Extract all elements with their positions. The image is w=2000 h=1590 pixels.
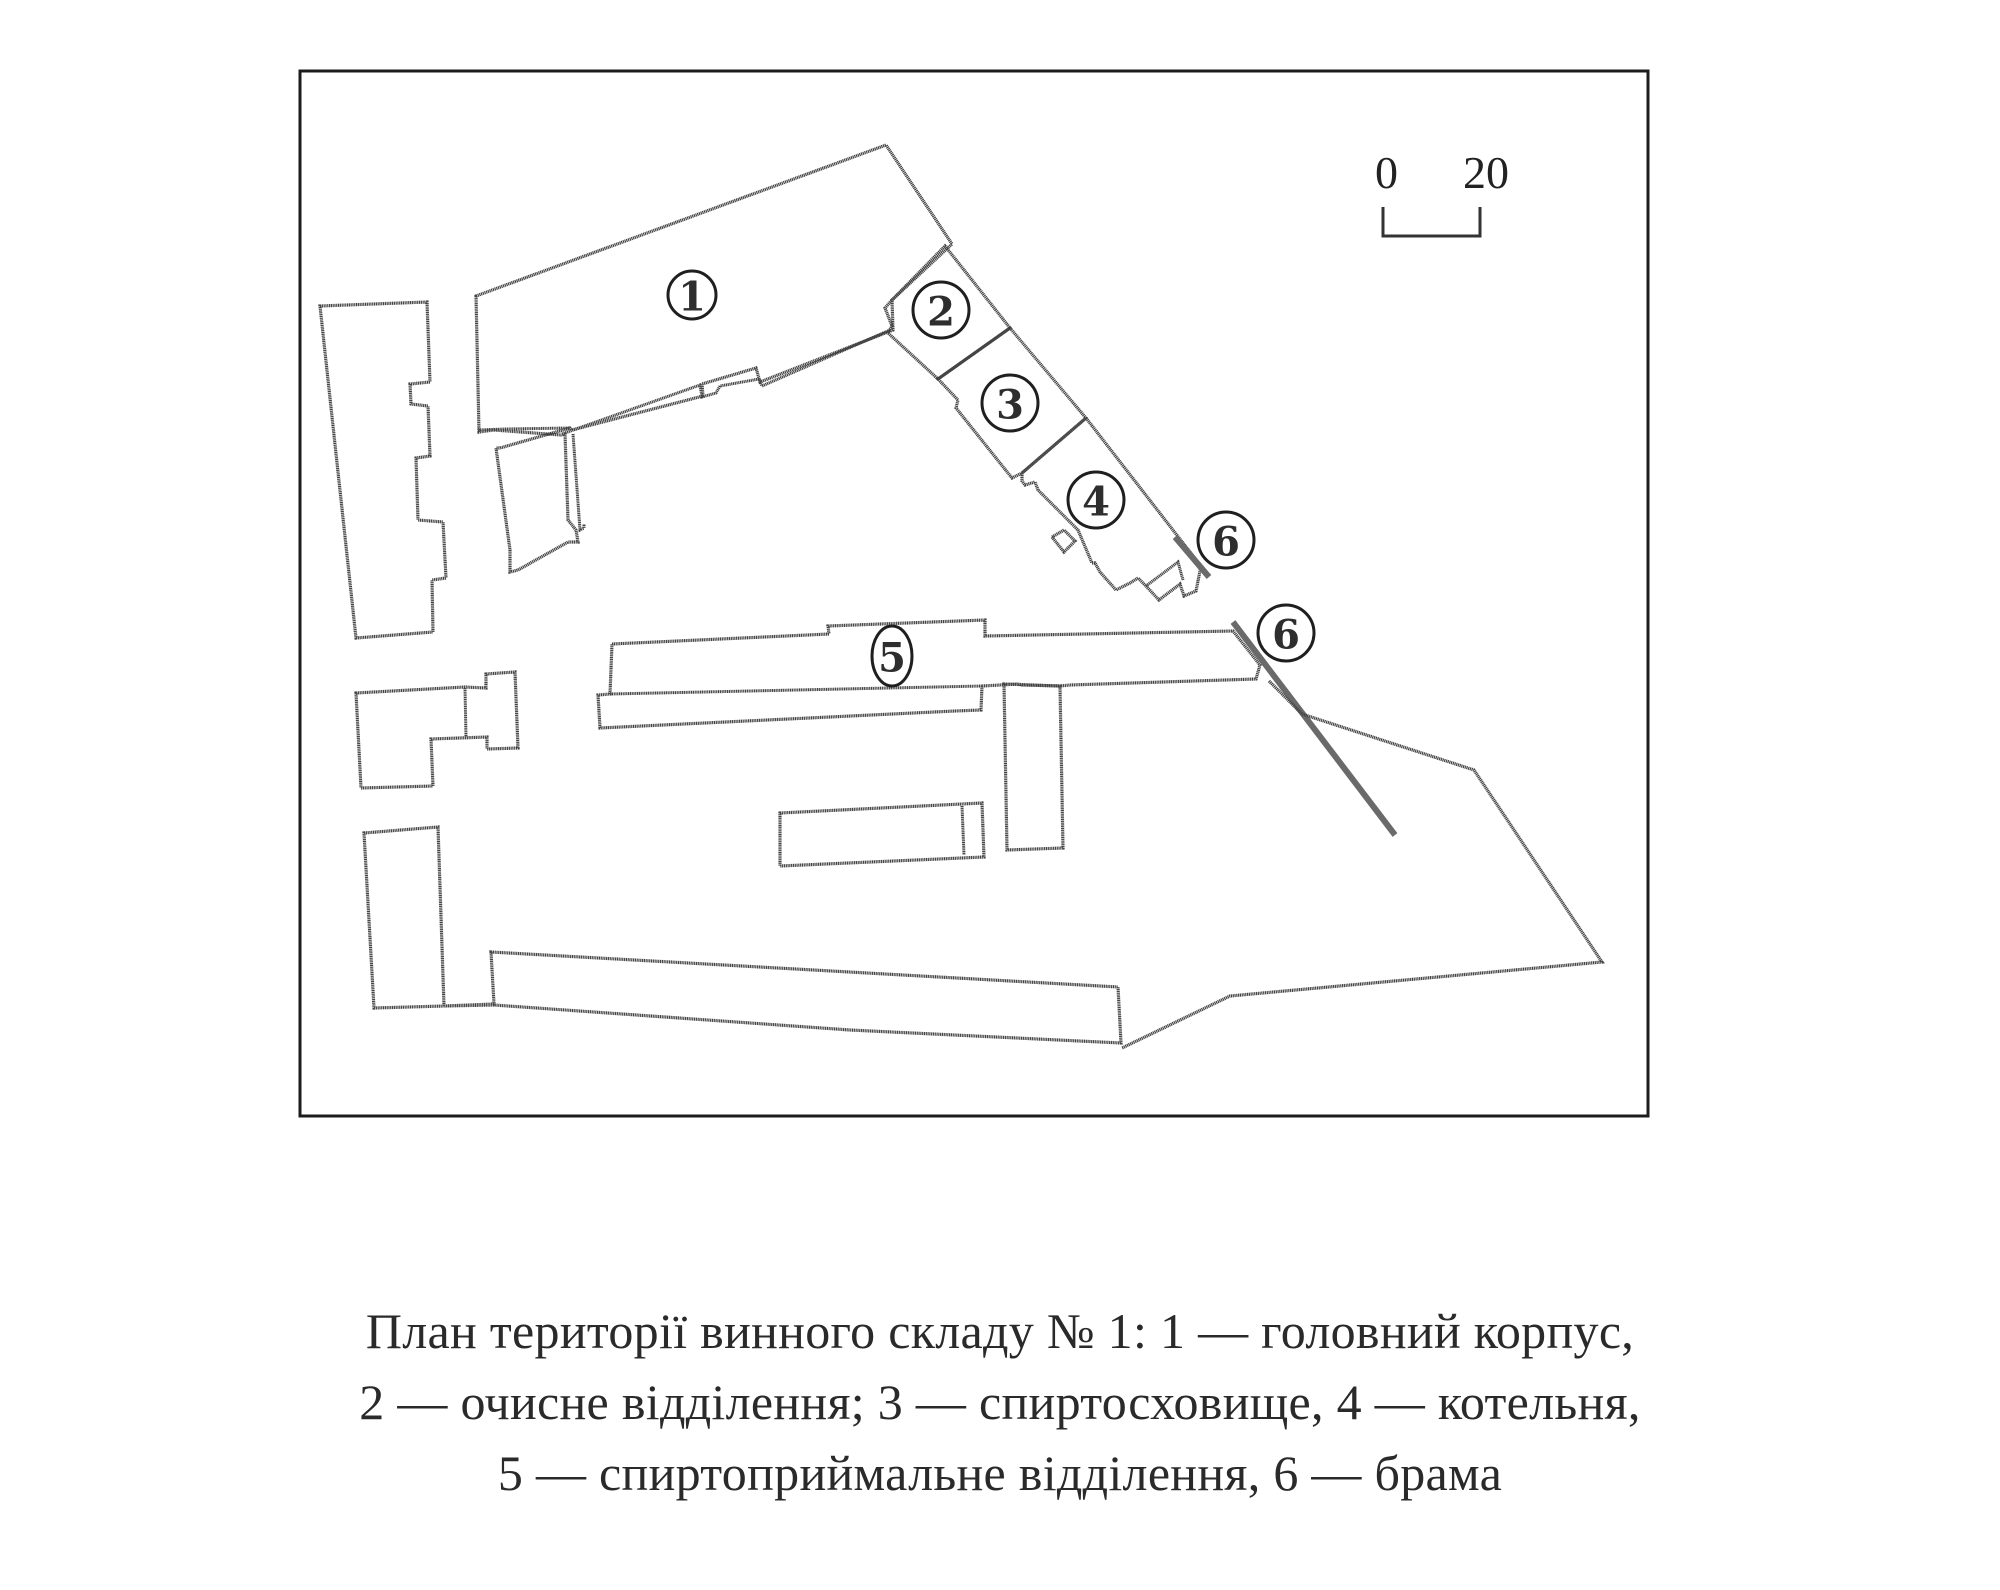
marker-6-upper-label: 6 bbox=[1212, 519, 1240, 566]
building-1-inner-wall bbox=[477, 426, 571, 432]
marker-3: 3 bbox=[980, 373, 1040, 433]
marker-6-lower: 6 bbox=[1256, 603, 1316, 663]
yard-boundary-east bbox=[1121, 679, 1605, 1050]
gate-6a bbox=[1172, 535, 1212, 579]
building-1-annex bbox=[571, 433, 586, 533]
building-3-spirit-storage bbox=[935, 325, 1089, 481]
marker-6-upper: 6 bbox=[1196, 510, 1256, 570]
marker-6-lower-label: 6 bbox=[1272, 612, 1300, 659]
caption-line-1: План території винного складу № 1: 1 — г… bbox=[365, 1303, 1635, 1359]
marker-1: 1 bbox=[666, 269, 718, 321]
building-west-l bbox=[354, 670, 520, 790]
site-plan-diagram: 0 20 1 2 bbox=[298, 69, 1650, 1118]
marker-2-label: 2 bbox=[927, 289, 955, 336]
building-1-corridor bbox=[561, 328, 891, 436]
building-1-main bbox=[474, 143, 955, 575]
building-center-rect bbox=[778, 801, 986, 868]
gate-6b bbox=[1230, 620, 1398, 837]
scale-end-label: 20 bbox=[1463, 147, 1509, 198]
figure-caption: План території винного складу № 1: 1 — г… bbox=[0, 1296, 2000, 1509]
building-4-boiler-house bbox=[1020, 415, 1203, 603]
building-south-long bbox=[443, 950, 1123, 1045]
building-west-long bbox=[318, 300, 448, 640]
marker-1-label: 1 bbox=[678, 274, 706, 321]
building-2-purification bbox=[883, 243, 1013, 382]
building-west-l-partition bbox=[463, 687, 468, 738]
building-5-inner-wall bbox=[609, 684, 983, 696]
caption-line-3: 5 — спиртоприймальне відділення, 6 — бра… bbox=[497, 1445, 1503, 1501]
marker-2: 2 bbox=[911, 280, 971, 340]
building-5-spirit-reception bbox=[596, 618, 1262, 730]
map-frame bbox=[298, 69, 1650, 1118]
building-vertical-block bbox=[1002, 682, 1065, 852]
caption-line-2: 2 — очисне відділення; 3 — спиртосховище… bbox=[359, 1374, 1641, 1430]
marker-4: 4 bbox=[1066, 470, 1126, 530]
marker-3-label: 3 bbox=[996, 382, 1024, 429]
building-west-lower bbox=[362, 825, 446, 1010]
building-4-annex bbox=[1145, 559, 1185, 588]
marker-5-label: 5 bbox=[878, 635, 906, 682]
scale-bar-line bbox=[1381, 207, 1482, 238]
scale-start-label: 0 bbox=[1375, 147, 1398, 198]
marker-5: 5 bbox=[870, 624, 914, 688]
scale-bar: 0 20 bbox=[1375, 147, 1509, 238]
building-center-rect-partition bbox=[960, 805, 966, 856]
small-structure bbox=[1049, 527, 1078, 555]
marker-4-label: 4 bbox=[1082, 479, 1110, 526]
